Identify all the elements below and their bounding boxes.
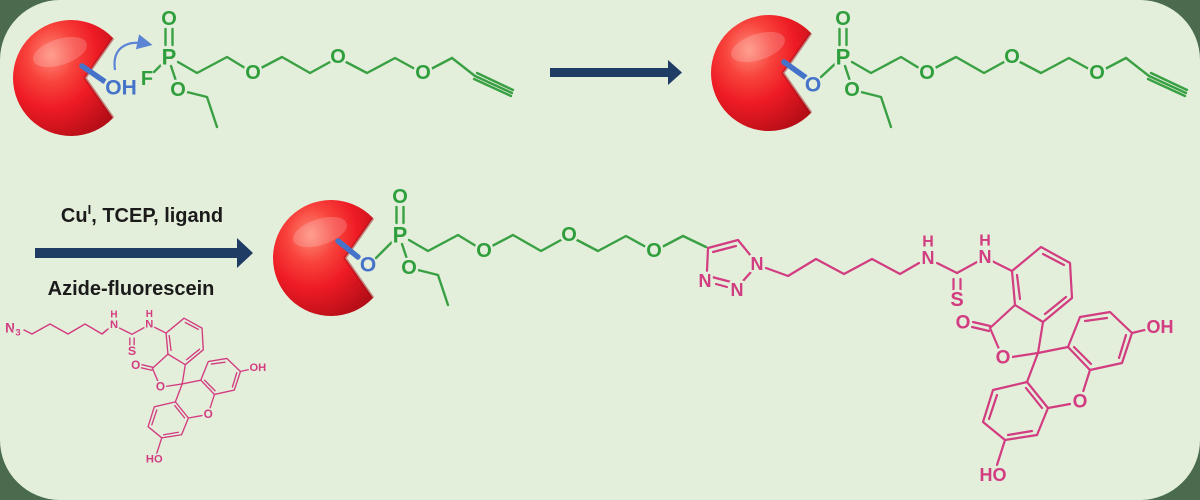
bond bbox=[374, 239, 395, 260]
reactant-fluorophosphonate-probe: F bbox=[138, 8, 515, 127]
double-bond bbox=[710, 275, 737, 285]
atom-label-nitrogen: N bbox=[731, 280, 744, 300]
conditions-rest: , TCEP, ligand bbox=[91, 205, 223, 227]
azide-fluorescein-structure: N 3 bbox=[3, 307, 268, 468]
product-enzyme-adduct: O bbox=[709, 8, 1189, 133]
bond bbox=[819, 61, 838, 79]
bond bbox=[705, 246, 710, 273]
bond bbox=[152, 63, 163, 74]
atom-label-nitrogen: N bbox=[751, 254, 764, 274]
alkyl-linker-chain bbox=[764, 257, 921, 278]
atom-label-oxygen: O bbox=[805, 74, 821, 97]
atom-label-azide-subscript: 3 bbox=[15, 328, 20, 339]
reaction-arrow-step1 bbox=[550, 60, 682, 85]
bond bbox=[741, 270, 753, 283]
bond bbox=[736, 238, 753, 258]
final-product-structure: O N N N bbox=[271, 186, 1174, 485]
atom-label-azide-nitrogen: N bbox=[5, 321, 15, 336]
double-bond bbox=[711, 244, 738, 254]
enzyme-o-bond bbox=[781, 59, 808, 80]
reactant-enzyme: OH bbox=[11, 18, 153, 138]
atom-label-fluorine: F bbox=[141, 68, 153, 90]
alkyl-chain bbox=[23, 323, 109, 335]
triazole-ring: N N N bbox=[696, 238, 766, 303]
nucleophilic-attack-arrow bbox=[113, 34, 153, 71]
reagent-text: Azide-fluorescein bbox=[48, 278, 215, 300]
reaction-arrow-step2 bbox=[35, 238, 253, 268]
reaction-conditions-text: CuI, TCEP, ligand bbox=[61, 202, 223, 227]
atom-label-hydroxyl: OH bbox=[105, 77, 137, 100]
catalyst-label: Cu bbox=[61, 205, 88, 227]
bond bbox=[706, 238, 740, 250]
bond bbox=[681, 234, 708, 249]
bond bbox=[714, 282, 729, 289]
catalyst-oxidation-state: I bbox=[88, 202, 92, 217]
atom-label-nitrogen: N bbox=[699, 271, 712, 291]
enzyme-o-bond bbox=[335, 238, 361, 260]
atom-label-oxygen: O bbox=[360, 254, 376, 277]
enzyme-oh-bond bbox=[79, 63, 107, 84]
